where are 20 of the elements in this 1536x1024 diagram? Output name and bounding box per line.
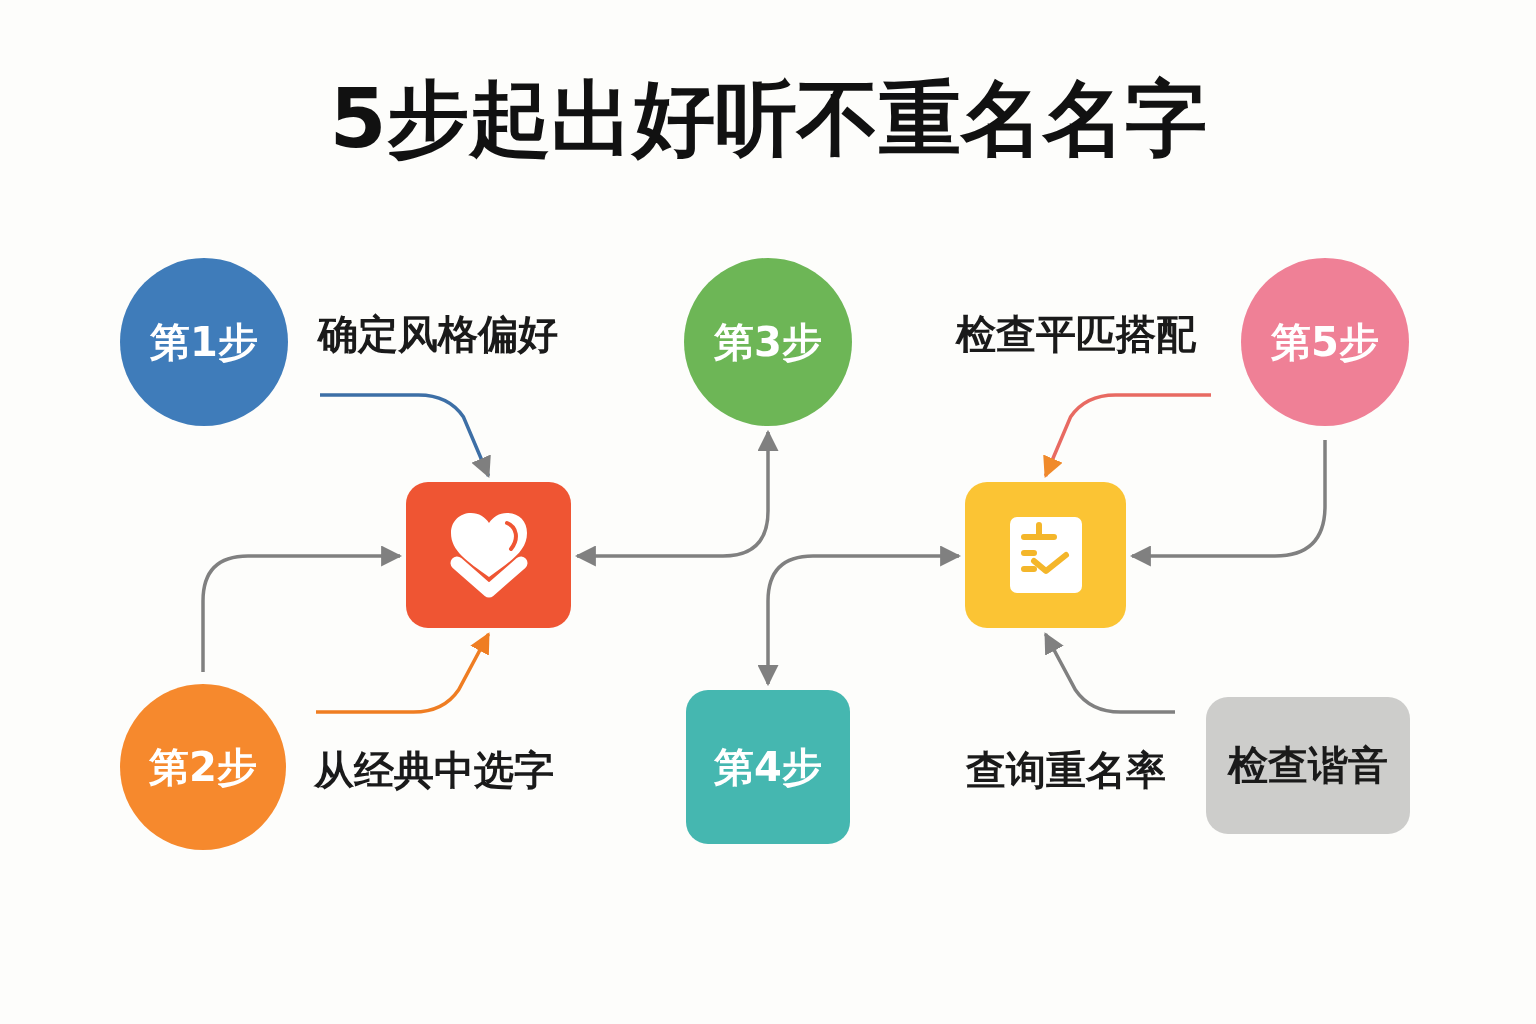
arrow — [1043, 632, 1175, 714]
arrow — [316, 632, 491, 714]
step-circle: 第5步 — [1241, 258, 1409, 426]
step-tile: 第4步 — [686, 690, 850, 844]
arrow — [1043, 393, 1211, 478]
arrow — [1129, 440, 1327, 567]
step-circle: 第3步 — [684, 258, 852, 426]
step-label: 从经典中选字 — [314, 748, 554, 792]
step-label: 查询重名率 — [966, 748, 1166, 792]
step-label: 确定风格偏好 — [318, 312, 558, 356]
step-circle: 第1步 — [120, 258, 288, 426]
heart-tile — [406, 482, 571, 628]
step-circle: 第2步 — [120, 684, 286, 850]
checklist-tile — [965, 482, 1126, 628]
arrow — [201, 545, 403, 672]
arrow — [574, 429, 779, 567]
step-tile: 检查谐音 — [1206, 697, 1410, 834]
step-label: 检查平匹搭配 — [956, 312, 1196, 356]
arrow — [320, 393, 491, 478]
arrow — [757, 545, 962, 687]
